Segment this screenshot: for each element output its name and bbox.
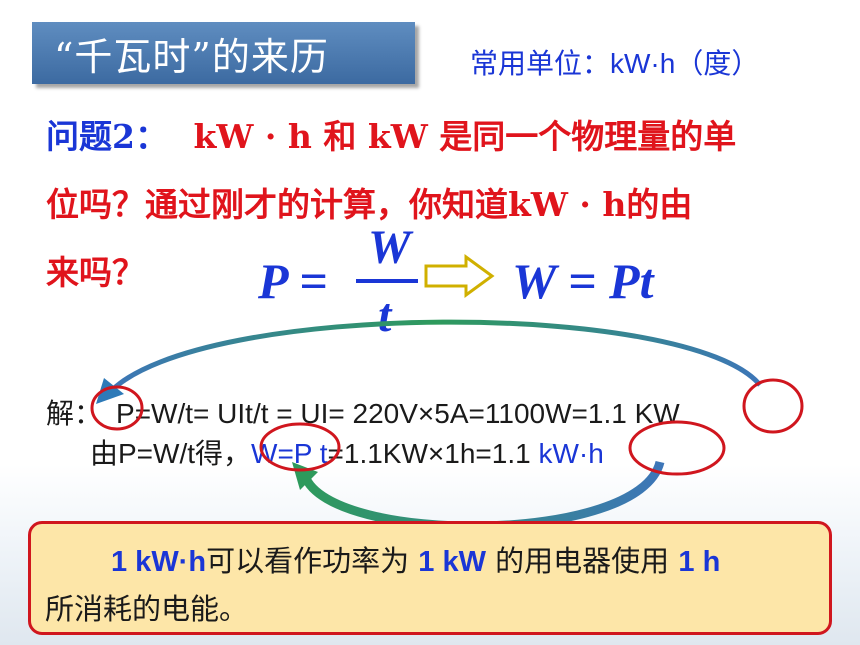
formula-p-equals: P =	[258, 253, 328, 309]
bottom-curved-arrow	[292, 460, 665, 531]
conclusion-kw: 1 kW	[418, 546, 486, 578]
solution-unit-kwh: kW·h	[538, 438, 604, 469]
formula-result: W = Pt	[512, 253, 654, 309]
formula-numerator: W	[368, 221, 411, 274]
circle-kwh	[628, 420, 726, 476]
hollow-right-arrow	[424, 254, 495, 298]
formula-denominator: t	[378, 289, 392, 342]
solution-line-1: 解：P=W/t= UIt/t = UI= 220V×5A=1100W=1.1 K…	[46, 392, 680, 432]
circle-kw	[742, 378, 804, 434]
solution-line-2: 由P=W/t得，W=P t=1.1KW×1h=1.1 kW·h	[90, 432, 604, 472]
conclusion-line-1: 1 kW·h可以看作功率为 1 kW 的用电器使用 1 h	[45, 538, 815, 586]
conclusion-text-1: 可以看作功率为	[206, 544, 419, 578]
question-text-1: kW · h 和 kW 是同一个物理量的单	[193, 117, 737, 156]
question-line-3: 来吗？	[46, 253, 145, 292]
solution-line-2-prefix: 由P=W/t得，	[90, 438, 252, 469]
conclusion-box: 1 kW·h可以看作功率为 1 kW 的用电器使用 1 h 所消耗的电能。	[28, 521, 832, 635]
question-line-2: 位吗？通过刚才的计算，你知道kW · h的由	[46, 185, 693, 224]
solution-line-2-mid: =1.1KW×1h=1.1	[327, 438, 539, 469]
unit-note: 常用单位：kW·h（度）	[470, 48, 760, 79]
question-line-1: 问题2： kW · h 和 kW 是同一个物理量的单	[46, 110, 736, 158]
fraction-bar	[356, 279, 418, 283]
question-label: 问题2：	[46, 117, 168, 156]
top-curved-arrow	[96, 319, 762, 404]
circle-p	[90, 385, 144, 431]
solution-line-1-body: P=W/t= UIt/t = UI= 220V×5A=1100W=1.1 KW	[116, 398, 680, 429]
conclusion-text-2: 的用电器使用	[485, 544, 679, 578]
conclusion-h: 1 h	[678, 546, 721, 578]
circle-w-eq	[259, 422, 341, 472]
conclusion-kwh: 1 kW·h	[111, 546, 207, 578]
slide-title: “千瓦时”的来历	[32, 22, 415, 84]
conclusion-line-2: 所消耗的电能。	[45, 592, 249, 626]
top-arrow-head	[96, 378, 124, 404]
